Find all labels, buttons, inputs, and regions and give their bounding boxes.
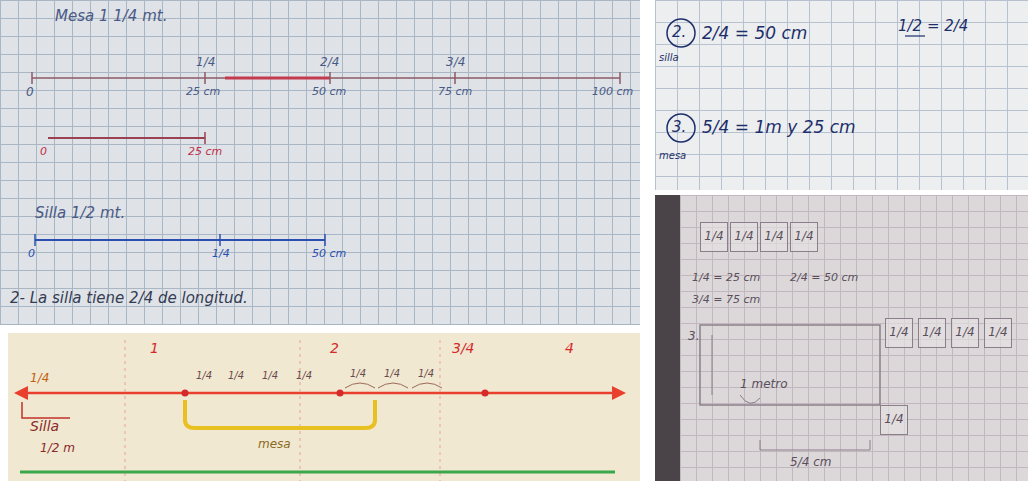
handwritten-label: Silla 1/2 mt.: [35, 205, 125, 222]
fraction-cell: 1/4: [984, 318, 1012, 348]
handwritten-label: 0: [40, 146, 47, 159]
handwritten-label: 1/4: [384, 368, 400, 380]
handwritten-label: 1/4: [418, 368, 434, 380]
handwritten-label: mesa: [258, 438, 291, 452]
handwritten-label: 0: [26, 86, 34, 100]
handwritten-label: 2- La silla tiene 2/4 de longitud.: [10, 290, 248, 307]
handwritten-label: 3.: [688, 330, 699, 344]
fraction-cell: 1/4: [885, 318, 913, 348]
handwritten-label: 2/4: [320, 56, 339, 70]
fraction-cell: 1/4: [760, 222, 788, 252]
handwritten-label: 0: [28, 248, 35, 261]
fraction-cell: 1/4: [880, 405, 908, 435]
handwritten-label: Mesa 1 1/4 mt.: [55, 8, 167, 25]
handwritten-label: 3/4: [452, 340, 475, 356]
handwritten-label: 3.: [672, 119, 686, 136]
handwritten-label: 3/4: [446, 56, 465, 70]
fraction-cell: 1/4: [951, 318, 979, 348]
handwritten-label: 1/4: [350, 368, 366, 380]
handwritten-label: 1/4: [212, 248, 230, 261]
handwritten-label: 1/2 = 2/4: [898, 18, 968, 35]
fraction-cell: 1/4: [918, 318, 946, 348]
handwritten-label: 1/4: [228, 370, 244, 382]
handwritten-label: 2/4 = 50 cm: [790, 272, 858, 285]
cell-text: 1/4: [731, 229, 757, 243]
notebook-photo: [0, 0, 640, 325]
cell-text: 1/4: [791, 229, 817, 243]
handwritten-label: mesa: [659, 150, 686, 162]
handwritten-label: 1: [150, 340, 159, 356]
cell-text: 1/4: [886, 325, 912, 339]
handwritten-label: Silla: [30, 418, 59, 434]
handwritten-label: silla: [659, 52, 679, 64]
cell-text: 1/4: [952, 325, 978, 339]
handwritten-label: 5/4 cm: [790, 456, 831, 470]
fraction-cell: 1/4: [730, 222, 758, 252]
handwritten-label: 2.: [672, 24, 686, 41]
handwritten-label: 1/4: [296, 370, 312, 382]
handwritten-label: 25 cm: [186, 86, 220, 99]
handwritten-label: 2: [330, 340, 339, 356]
handwritten-label: 1/4: [30, 372, 49, 386]
handwritten-label: 3/4 = 75 cm: [692, 294, 760, 307]
handwritten-label: 1/4 = 25 cm: [692, 272, 760, 285]
cell-text: 1/4: [985, 325, 1011, 339]
handwritten-label: 1 metro: [740, 378, 788, 392]
handwritten-label: 1/4: [196, 56, 215, 70]
handwritten-label: 50 cm: [312, 86, 346, 99]
cell-text: 1/4: [919, 325, 945, 339]
cell-text: 1/4: [761, 229, 787, 243]
handwritten-label: 1/4: [196, 370, 212, 382]
fraction-cell: 1/4: [790, 222, 818, 252]
fraction-cell: 1/4: [700, 222, 728, 252]
handwritten-label: 2/4 = 50 cm: [702, 24, 807, 44]
handwritten-label: 75 cm: [438, 86, 472, 99]
paper-photo: [8, 333, 640, 481]
handwritten-label: 4: [565, 340, 574, 356]
cell-text: 1/4: [881, 412, 907, 426]
handwritten-label: 100 cm: [592, 86, 633, 99]
handwritten-label: 25 cm: [188, 146, 222, 159]
handwritten-label: 50 cm: [312, 248, 346, 261]
handwritten-label: 1/4: [262, 370, 278, 382]
handwritten-label: 1/2 m: [40, 442, 75, 456]
handwritten-label: 5/4 = 1m y 25 cm: [702, 118, 856, 138]
cell-text: 1/4: [701, 229, 727, 243]
